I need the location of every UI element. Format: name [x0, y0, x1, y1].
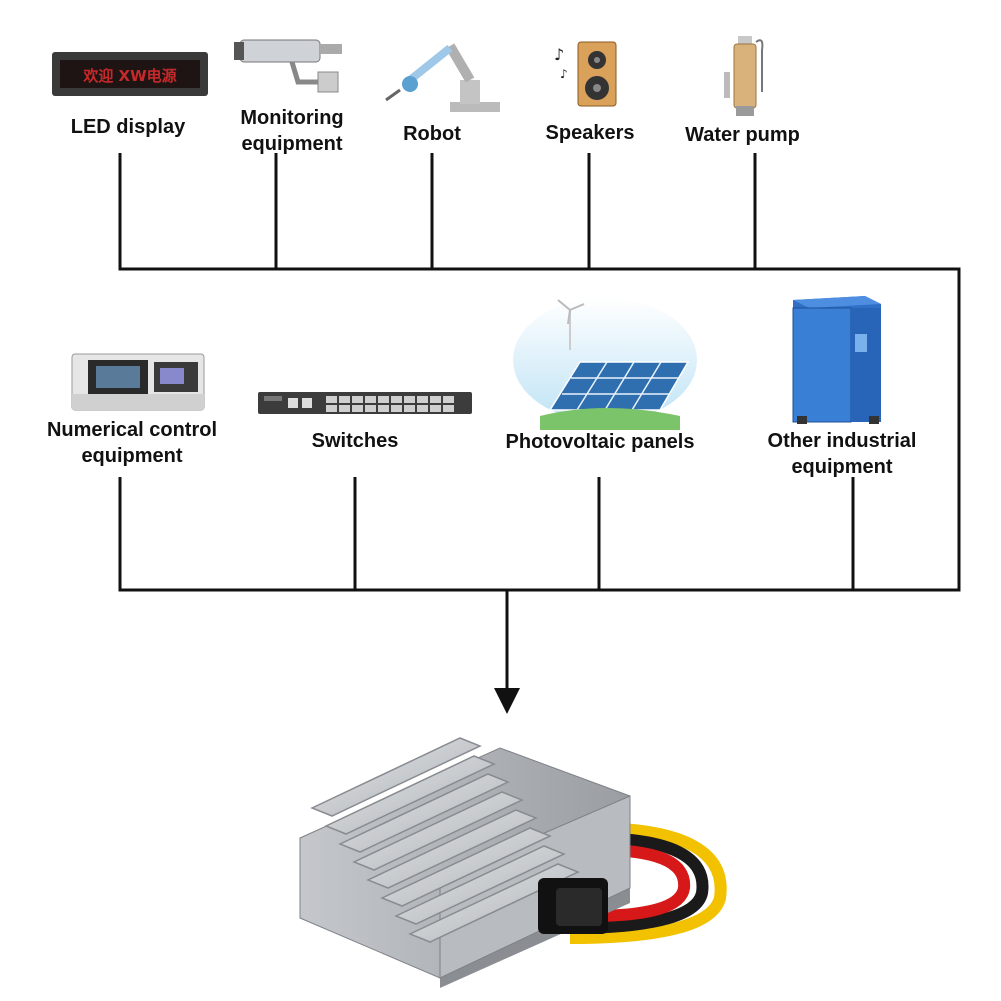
cnc-machine-icon [71, 353, 205, 411]
speaker-icon: ♪ ♪ [554, 41, 617, 107]
label-photovoltaic-panels: Photovoltaic panels [505, 431, 695, 453]
label-monitoring-equipment: Monitoring equipment [240, 107, 344, 155]
label-switches: Switches [311, 430, 399, 452]
led-display-icon: 欢迎 XW电源 [52, 52, 208, 96]
industrial-cabinet-icon [792, 296, 881, 424]
label-robot: Robot [403, 123, 461, 145]
label-led-display: LED display [70, 116, 186, 138]
network-switch-icon [258, 392, 472, 414]
label-speakers: Speakers [545, 122, 635, 144]
security-camera-icon [234, 39, 342, 93]
down-arrow-icon [494, 688, 520, 714]
led-screen-text: 欢迎 XW电源 [82, 67, 176, 85]
label-numerical-control-equipment: Numerical control equipment [46, 419, 218, 467]
water-pump-icon [724, 36, 764, 116]
label-other-industrial-equipment: Other industrial equipment [767, 430, 917, 478]
solar-panel-icon [513, 298, 697, 430]
svg-text:♪: ♪ [554, 45, 564, 64]
dc-converter-icon [299, 737, 727, 988]
robot-arm-icon [385, 43, 500, 112]
top-bus [118, 153, 961, 592]
svg-text:♪: ♪ [560, 67, 568, 81]
label-water-pump: Water pump [685, 124, 800, 146]
